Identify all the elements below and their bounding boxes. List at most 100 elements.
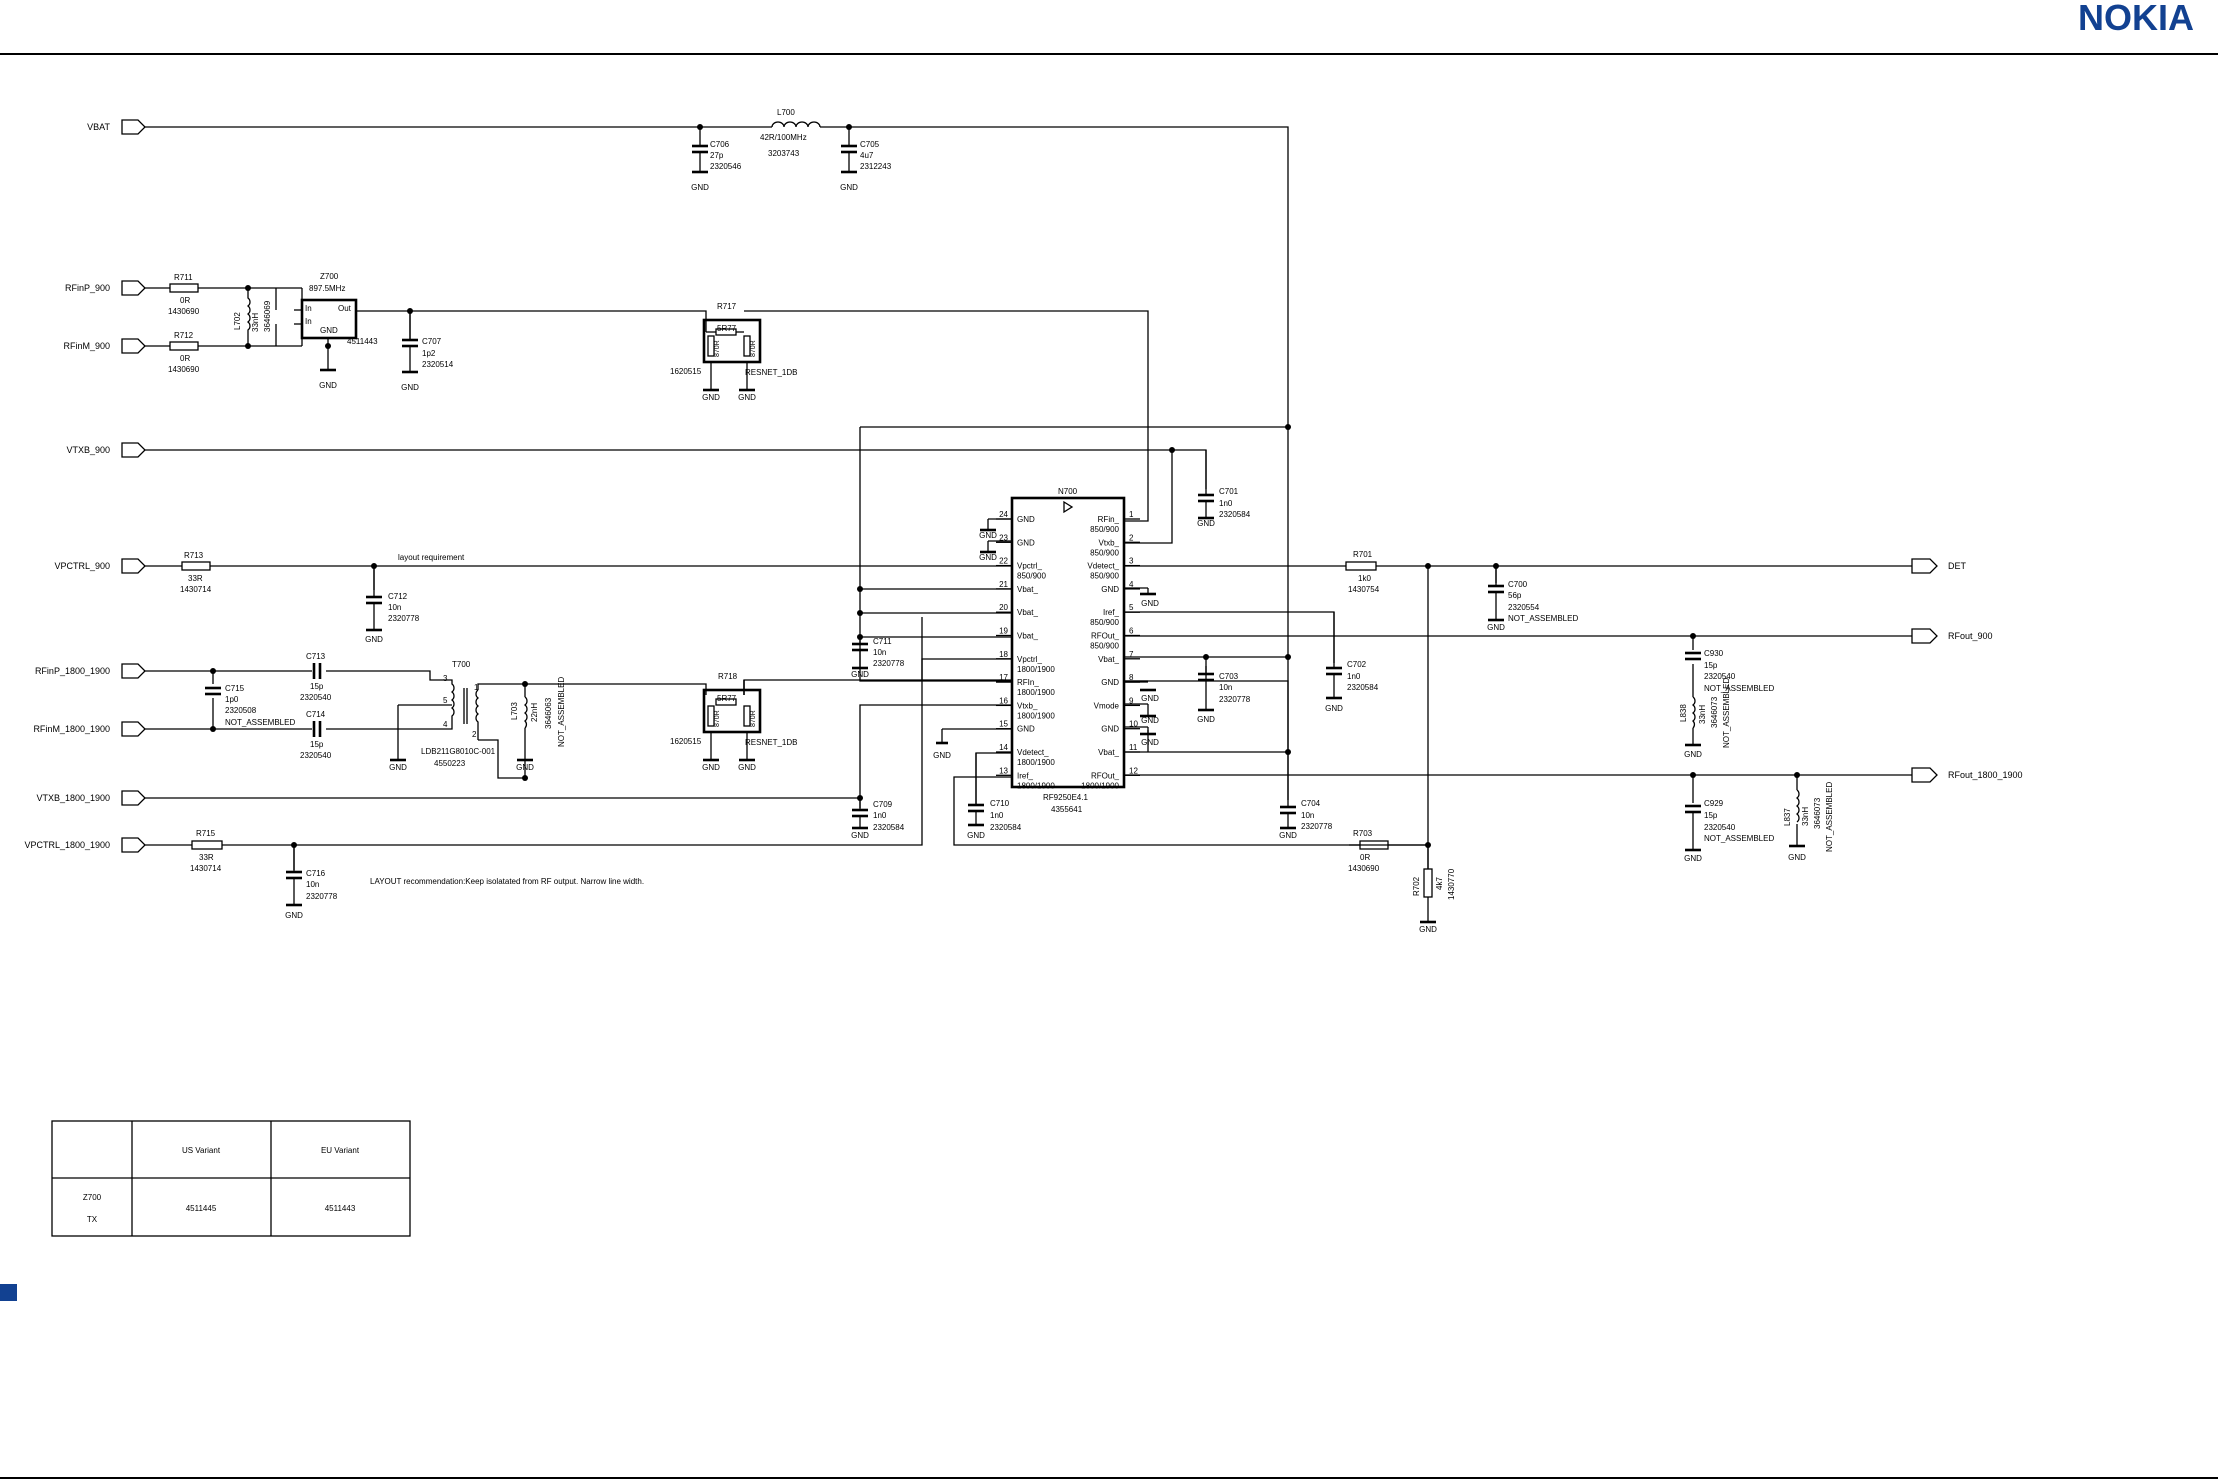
r713-icon — [181, 561, 211, 571]
r701-icon — [1345, 561, 1377, 571]
c709-icon — [852, 798, 868, 828]
l703-value: 22nH — [530, 703, 539, 722]
c707-icon — [402, 311, 418, 372]
port-labels: VBAT RFinP_900 RFinM_900 VTXB_900 VPCTRL… — [24, 122, 2022, 850]
c711-part: 2320778 — [873, 659, 905, 668]
r718-part: 1620515 — [670, 737, 702, 746]
z700-pin-out: Out — [338, 304, 352, 313]
l700-part: 3203743 — [768, 149, 800, 158]
l702-icon — [246, 288, 251, 346]
t700-p2: 2 — [472, 730, 477, 739]
ic-pin-8-label: GND — [1101, 678, 1119, 687]
ic-pin-21-label: Vbat_ — [1017, 585, 1038, 594]
c716-value: 10n — [306, 880, 319, 889]
port-vtxb1800-icon — [121, 790, 146, 806]
c712-ref: C712 — [388, 592, 408, 601]
ic-pin-14-label: Vdetect_ — [1017, 748, 1049, 757]
c706-ref: C706 — [710, 140, 730, 149]
c713-ref: C713 — [306, 652, 326, 661]
ic-pin-12-label: RFOut_ — [1091, 771, 1120, 780]
c715-part: 2320508 — [225, 706, 257, 715]
ic-pin-7-number: 7 — [1129, 650, 1134, 659]
ic-pin-24-label: GND — [1017, 515, 1035, 524]
ic-pin-16-number: 16 — [999, 696, 1008, 705]
port-rfinp-1800: RFinP_1800_1900 — [35, 666, 110, 676]
r718-right: 870R — [750, 710, 757, 727]
c705-value: 4u7 — [860, 151, 874, 160]
ic-pin-18-band: 1800/1900 — [1017, 665, 1055, 674]
c706-icon — [692, 127, 708, 172]
ic-pin-13-band: 1800/1900 — [1017, 781, 1055, 790]
port-rfinm900-icon — [121, 338, 146, 354]
t700-p4: 4 — [443, 720, 448, 729]
c710-part: 2320584 — [990, 823, 1022, 832]
c701-value: 1n0 — [1219, 499, 1233, 508]
gnd-r718-b: GND — [738, 763, 756, 772]
port-vpctrl-900: VPCTRL_900 — [54, 561, 110, 571]
port-det: DET — [1948, 561, 1967, 571]
l838-part: 3646073 — [1710, 696, 1719, 728]
gnd-pin10b: GND — [1141, 738, 1159, 747]
c706-part: 2320546 — [710, 162, 742, 171]
gnd-pin15: GND — [933, 751, 951, 760]
l700-value: 42R/100MHz — [760, 133, 807, 142]
ic-pin-14-band: 1800/1900 — [1017, 758, 1055, 767]
r717-right: 870R — [750, 340, 757, 357]
ic-pin-11-number: 11 — [1129, 743, 1138, 752]
t700-part-name: LDB211G8010C-001 — [421, 747, 496, 756]
ic-pin-5-number: 5 — [1129, 603, 1134, 612]
l700-icon — [771, 121, 821, 128]
c703-value: 10n — [1219, 683, 1232, 692]
gnd-c701: GND — [1197, 519, 1215, 528]
r715-value: 33R — [199, 853, 214, 862]
l838-ref: L838 — [1679, 704, 1688, 722]
c716-ref: C716 — [306, 869, 326, 878]
ic-left-pins: 24GND23GND22Vpctrl_850/90021Vbat_20Vbat_… — [996, 510, 1055, 790]
port-rfinp-900: RFinP_900 — [65, 283, 110, 293]
c700-ref: C700 — [1508, 580, 1528, 589]
l702-value: 33nH — [251, 313, 260, 332]
r711-icon — [169, 283, 199, 293]
c930-icon — [1685, 651, 1701, 661]
gnd-t700: GND — [389, 763, 407, 772]
r701-part: 1430754 — [1348, 585, 1380, 594]
ic-pin-21-number: 21 — [999, 580, 1008, 589]
l700-ref: L700 — [777, 108, 795, 117]
r702-part: 1430770 — [1447, 868, 1456, 900]
z700-pin-gnd: GND — [320, 326, 338, 335]
l702-ref: L702 — [233, 312, 242, 330]
ic-pin-6-number: 6 — [1129, 627, 1134, 636]
ic-pin-12-number: 12 — [1129, 766, 1138, 775]
r702-value: 4k7 — [1435, 877, 1444, 890]
c712-part: 2320778 — [388, 614, 420, 623]
gnd-c705: GND — [840, 183, 858, 192]
gnd-pin4: GND — [1141, 599, 1159, 608]
ic-pin-16-band: 1800/1900 — [1017, 711, 1055, 720]
r717-part: 1620515 — [670, 367, 702, 376]
component-symbols — [169, 121, 1800, 922]
gnd-c716: GND — [285, 911, 303, 920]
ic-pin-9-label: Vmode — [1094, 701, 1120, 710]
z700-part: 4511443 — [347, 337, 378, 346]
c702-icon — [1326, 612, 1342, 698]
table-cell-us: 4511445 — [186, 1204, 217, 1213]
gnd-c711: GND — [851, 670, 869, 679]
ic-pin-2-number: 2 — [1129, 533, 1134, 542]
r717-ref: R717 — [717, 302, 737, 311]
c701-icon — [1198, 450, 1214, 518]
c711-icon — [852, 637, 868, 668]
port-vtxb900-icon — [121, 442, 146, 458]
r702-icon — [1423, 845, 1433, 922]
gnd-c700: GND — [1487, 623, 1505, 632]
r703-ref: R703 — [1353, 829, 1373, 838]
ic-pin-15-label: GND — [1017, 725, 1035, 734]
r717-left: 870R — [714, 340, 721, 357]
r712-ref: R712 — [174, 331, 194, 340]
l702-part: 3646069 — [263, 300, 272, 332]
c701-ref: C701 — [1219, 487, 1239, 496]
r712-value: 0R — [180, 354, 190, 363]
ic-pin-11-label: Vbat_ — [1098, 748, 1119, 757]
ic-ref: N700 — [1058, 487, 1078, 496]
l837-icon — [1795, 789, 1800, 823]
